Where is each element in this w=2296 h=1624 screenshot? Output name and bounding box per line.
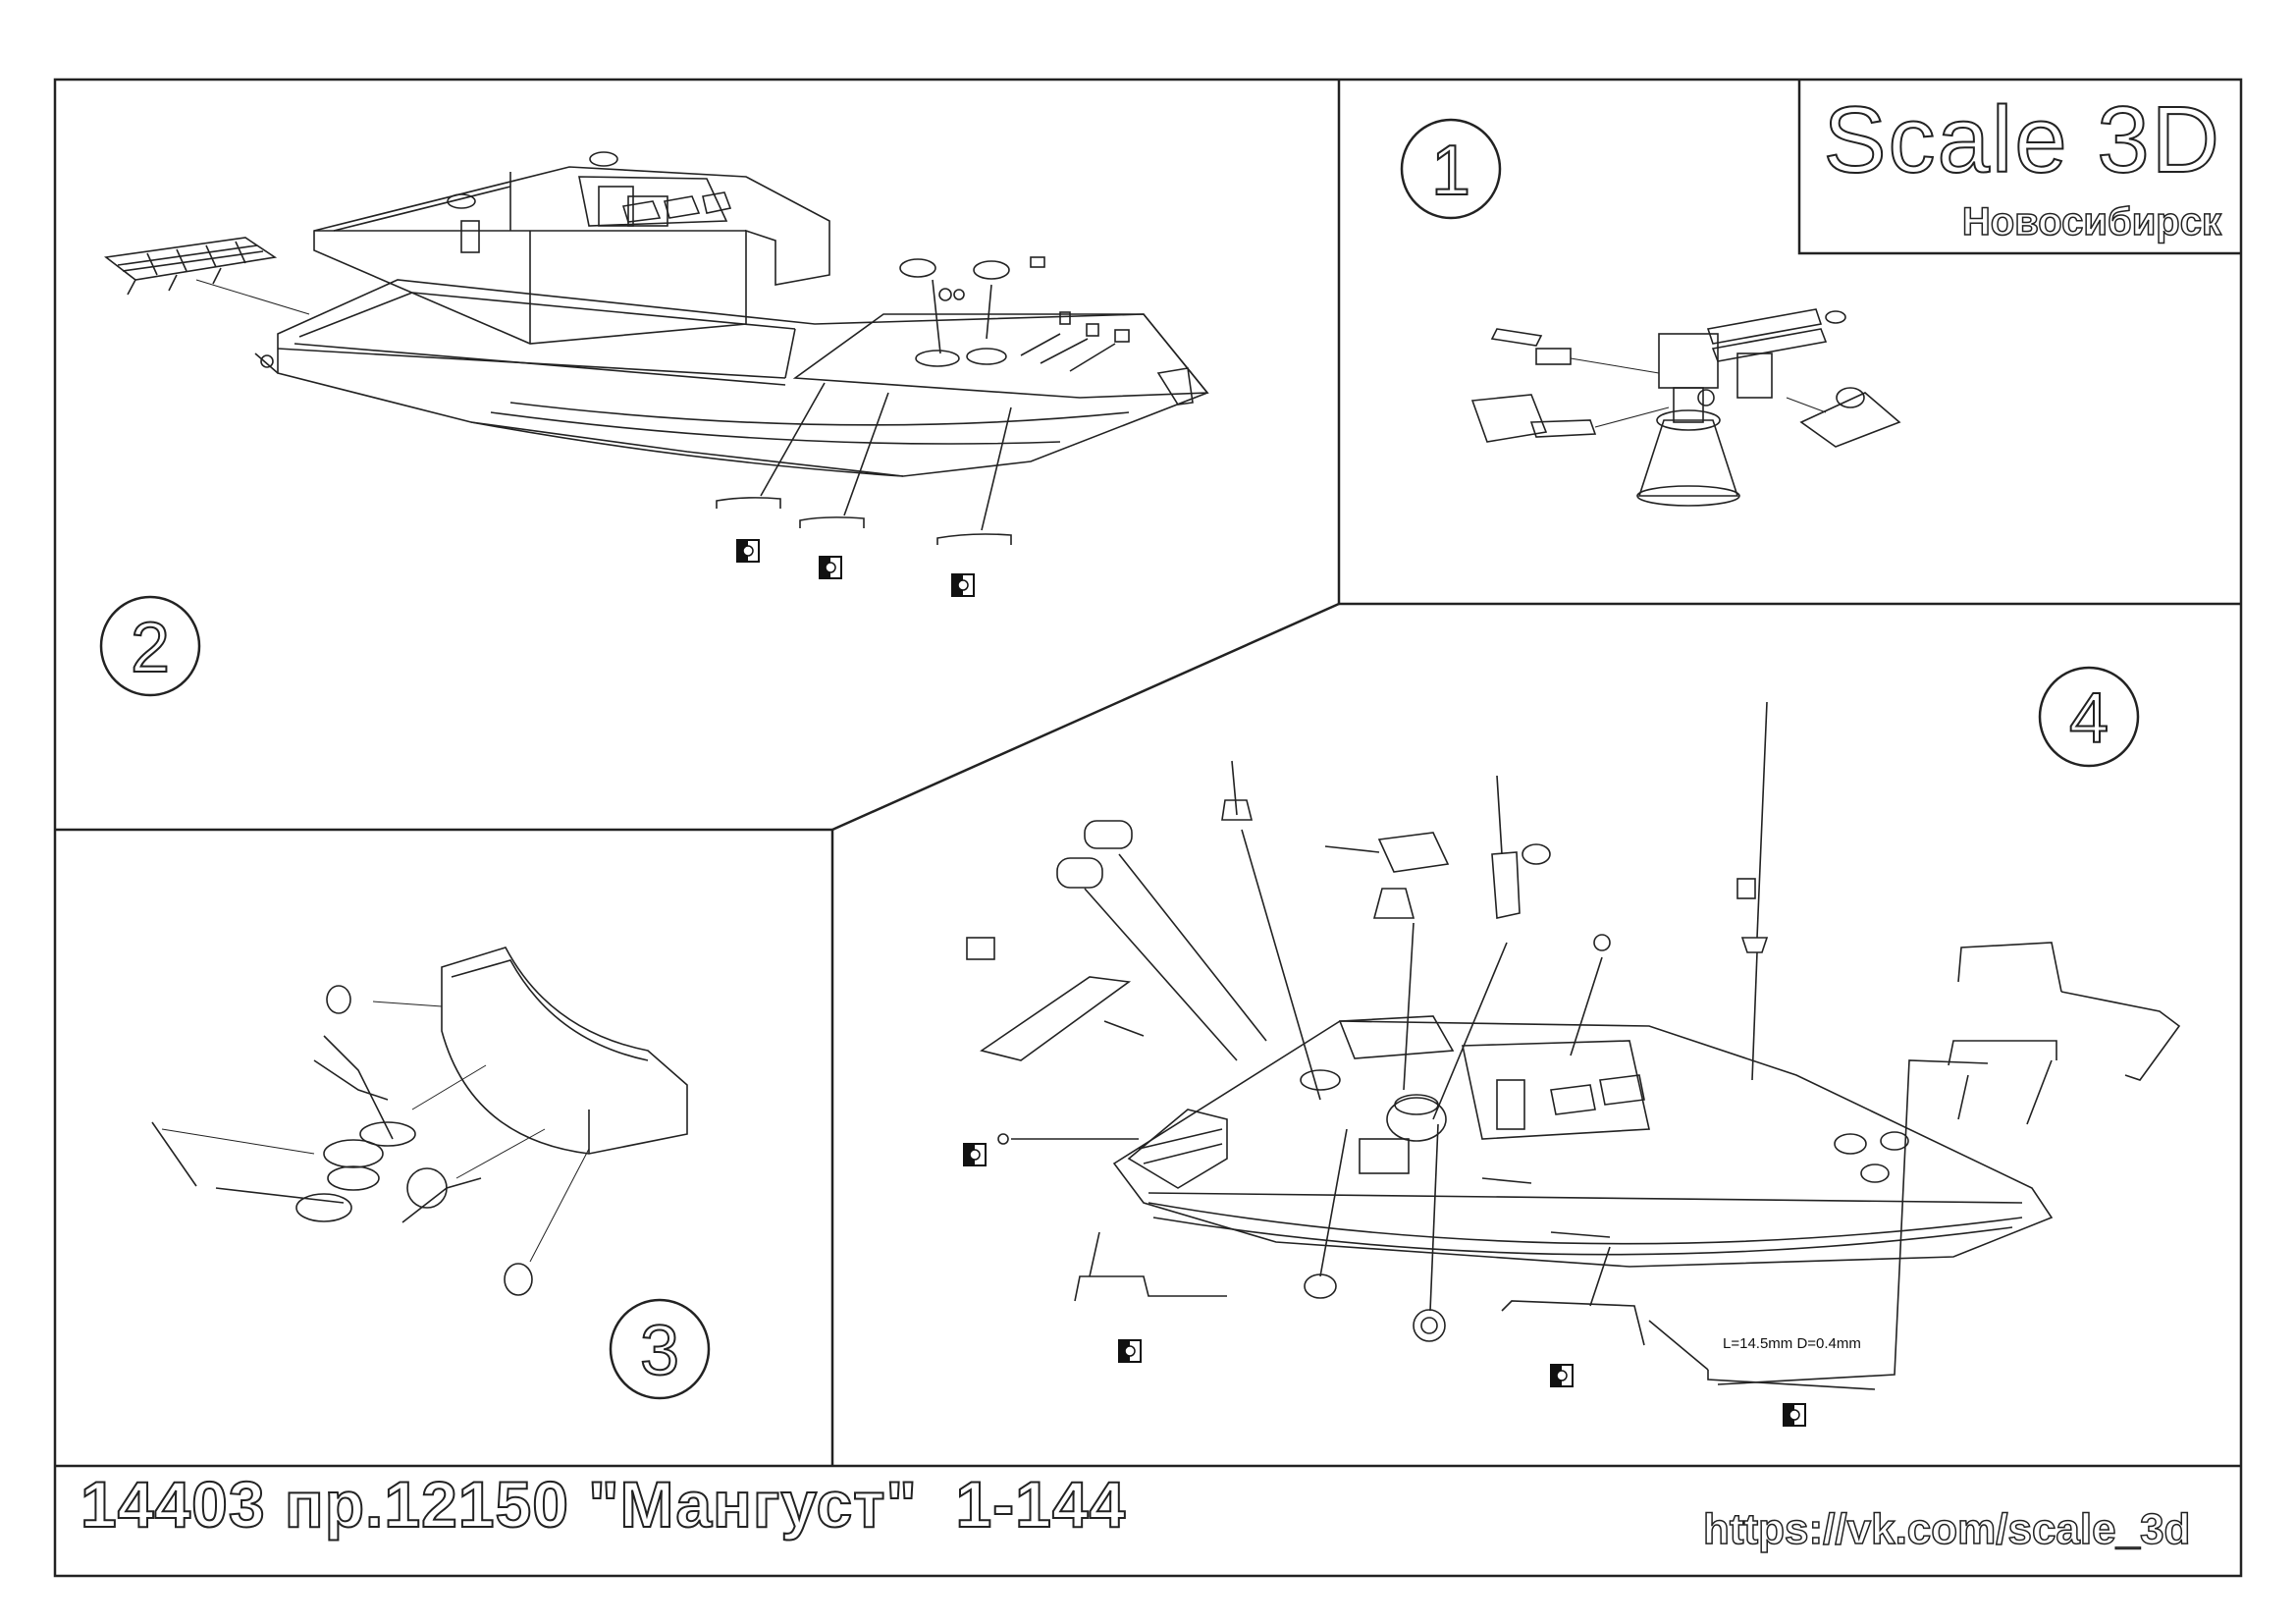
loose-parts	[997, 1123, 1446, 1342]
gun-shield-part	[1470, 394, 1597, 443]
brand-city: Новосибирск	[1961, 199, 2222, 244]
transom-block-part	[441, 947, 688, 1155]
step1-gun-assembly	[1470, 308, 1901, 507]
ammo-box-part	[1799, 387, 1901, 448]
step-4-number: 4	[2069, 679, 2109, 758]
website-link[interactable]: https://vk.com/scale_3d	[1702, 1504, 2191, 1554]
hull-part	[254, 279, 1209, 477]
gun-mount-part	[1658, 308, 1846, 406]
step2-assembly	[103, 151, 1209, 545]
stern-grating-part	[103, 237, 278, 296]
gun-sight-part	[1490, 328, 1572, 365]
kit-title: 14403 пр.12150 "Мангуст" 1-144	[80, 1467, 1127, 1542]
step-1-number: 1	[1431, 132, 1470, 210]
propeller-shaft-part	[151, 1035, 482, 1223]
handrail-parts	[716, 382, 1012, 545]
mast-part	[1736, 701, 1769, 953]
side-rail-parts	[1074, 1231, 1876, 1390]
step4-final-assembly	[966, 701, 2181, 1390]
step-2-number: 2	[131, 609, 170, 687]
step-3-number: 3	[640, 1312, 679, 1390]
assembled-hull	[1112, 1015, 2054, 1268]
gun-pedestal-part	[1636, 387, 1740, 507]
bushing-part-2	[504, 1263, 533, 1296]
step-3-marker: 3	[609, 1298, 711, 1400]
superstructure-part	[313, 151, 830, 345]
step4-pe-icons	[963, 1143, 1806, 1427]
motor-boat-part	[966, 937, 1145, 1061]
step-1-marker: 1	[1400, 118, 1502, 220]
rescue-raft-parts	[1056, 820, 1267, 1061]
deck-gun-small	[1324, 832, 1450, 1091]
step-2-marker: 2	[99, 595, 201, 697]
bow-railing-parts	[1717, 942, 2181, 1385]
dimension-callout: L=14.5mm D=0.4mm	[1723, 1335, 1861, 1352]
brand-block: Scale 3D Новосибирск	[1809, 77, 2231, 263]
panel-frame	[53, 78, 2243, 1578]
step3-propeller-assembly	[151, 947, 688, 1296]
deck-fittings-parts	[899, 256, 1194, 406]
step2-pe-icons	[736, 539, 975, 597]
bushing-part	[326, 985, 351, 1014]
antenna-parts	[1221, 760, 1758, 1120]
step-4-marker: 4	[2038, 666, 2140, 768]
brand-title: Scale 3D	[1822, 86, 2221, 193]
